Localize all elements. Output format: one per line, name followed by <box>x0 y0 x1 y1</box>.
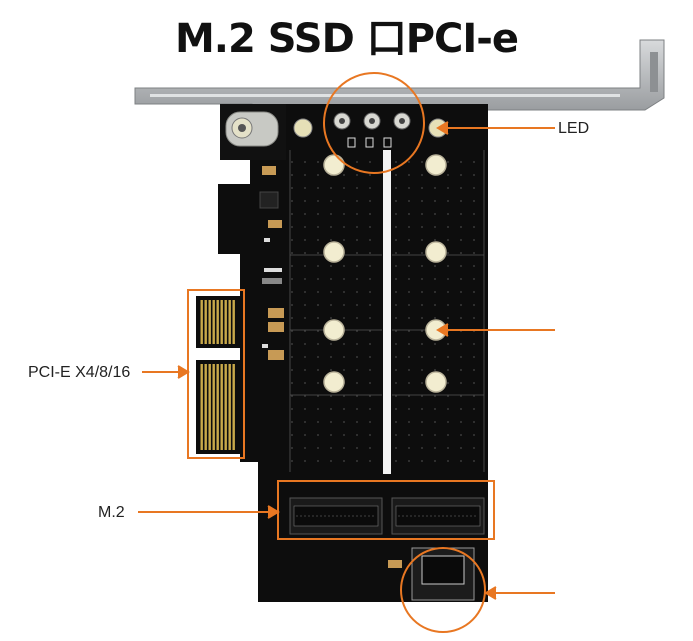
led-callout-circle <box>323 72 425 174</box>
page-title: M.2 SSD 口PCI-e <box>175 16 519 62</box>
pcie-callout-box <box>187 289 245 459</box>
pcie-label: PCI-E X4/8/16 <box>28 364 131 381</box>
smd-components <box>259 166 284 360</box>
standoff-holes <box>323 154 447 393</box>
callout-annotations <box>138 72 555 633</box>
m2-callout-box <box>277 480 495 540</box>
bracket-screw-tab <box>225 111 313 147</box>
pcie-edge-connector <box>196 296 240 454</box>
metal-bracket <box>134 39 665 111</box>
led-label: LED <box>558 120 590 137</box>
ssd-slots <box>289 150 485 474</box>
m2-connectors <box>289 497 485 535</box>
sata-callout-circle <box>400 547 486 633</box>
m2-label: M.2 <box>98 504 125 521</box>
